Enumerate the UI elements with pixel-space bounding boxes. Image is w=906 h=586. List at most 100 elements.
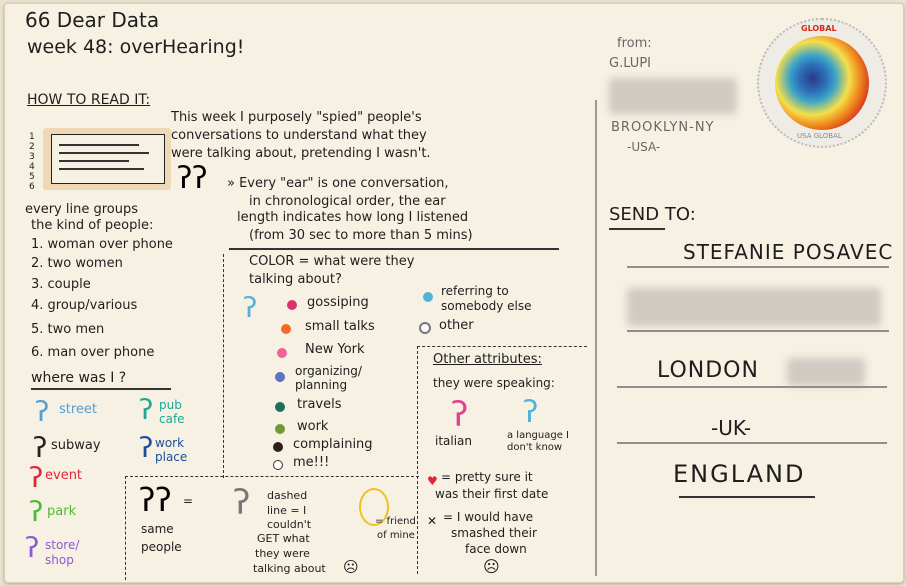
legend-number: 4 (29, 162, 35, 172)
topic-label: referring to somebody else (441, 284, 532, 313)
legend-numbers: 1 2 3 4 5 6 (29, 132, 39, 192)
to-uk: -UK- (711, 416, 752, 440)
header-title: 66 Dear Data (25, 8, 160, 32)
x-text: = I would have (443, 510, 534, 524)
ear-desc-line: length indicates how long I listened (237, 210, 469, 225)
topic-dot (277, 348, 287, 358)
other-subtitle: they were speaking: (433, 376, 555, 390)
legend-number: 1 (29, 132, 35, 142)
topic-label: work (297, 419, 329, 434)
ear-desc-line: in chronological order, the ear (249, 194, 446, 209)
dashed-divider (417, 346, 418, 574)
divider (229, 248, 559, 250)
sad-face-icon: ☹ (343, 558, 359, 576)
topic-dot (273, 442, 283, 452)
from-city: BROOKLYN-NY (611, 120, 715, 135)
dashed-text: line = I (267, 504, 307, 517)
legend-number: 2 (29, 142, 35, 152)
place-label: park (47, 504, 77, 519)
topic-label: New York (305, 342, 365, 357)
intro-line: conversations to understand what they (171, 128, 427, 143)
topic-label: organizing/ planning (295, 364, 362, 392)
stamp-bottom: USA GLOBAL (797, 132, 842, 140)
address-line (627, 330, 889, 332)
same-people-eq: = (183, 494, 194, 508)
ear-icon: ʔ (29, 495, 44, 528)
vertical-divider (595, 100, 597, 576)
topic-dot (287, 300, 297, 310)
dashed-divider (223, 254, 224, 478)
ear-desc-line: (from 30 sec to more than 5 mins) (249, 228, 473, 243)
to-country: ENGLAND (673, 460, 806, 488)
ear-icon: ʔ (35, 395, 50, 428)
to-city: LONDON (657, 358, 759, 383)
redacted-street (627, 288, 881, 326)
dashed-divider (417, 346, 587, 347)
postcard: 66 Dear Data week 48: overHearing! HOW T… (4, 3, 904, 583)
topic-label: me!!! (293, 455, 330, 470)
legend-number: 3 (29, 152, 35, 162)
intro-line: were talking about, pretending I wasn't. (171, 146, 431, 161)
address-line (617, 442, 887, 444)
topic-label: complaining (293, 437, 373, 452)
topic-label: other (439, 318, 474, 333)
people-item: 3. couple (31, 277, 91, 292)
x-icon: ✕ (427, 514, 438, 528)
place-label: work place (155, 436, 188, 464)
topic-dot (275, 424, 285, 434)
redacted-from-address (609, 78, 737, 114)
dashed-text: they were (255, 547, 310, 560)
topic-dot (423, 292, 433, 302)
lang-label: a language I don't know (507, 430, 569, 453)
people-item: 1. woman over phone (31, 237, 173, 252)
how-to-title: HOW TO READ IT: (27, 92, 151, 108)
stamp-globe (775, 36, 869, 130)
ear-icon: ʔ (451, 395, 469, 435)
stamp-icon: GLOBAL USA GLOBAL (757, 18, 887, 148)
place-label: event (45, 468, 83, 483)
people-item: 5. two men (31, 322, 105, 337)
ear-icon: ʔ (523, 395, 539, 430)
dashed-text: GET what (257, 532, 310, 545)
ear-icon: ʔ (25, 531, 40, 564)
from-country: -USA- (627, 140, 661, 154)
dashed-divider (125, 476, 126, 580)
where-title: where was I ? (31, 370, 127, 386)
same-people-text: people (141, 540, 182, 554)
topic-dot (275, 372, 285, 382)
ear-desc-line: » Every "ear" is one conversation, (227, 176, 449, 191)
sad-face-icon: ☹ (483, 557, 500, 576)
address-line (617, 386, 887, 388)
topic-label: travels (297, 397, 342, 412)
dashed-text: couldn't (267, 518, 312, 531)
dashed-ear-icon: ʔ (233, 483, 251, 523)
stamp-top: GLOBAL (801, 24, 837, 33)
ear-icon: ʔ (139, 431, 154, 464)
place-label: subway (51, 438, 101, 453)
lang-label: italian (435, 434, 473, 448)
place-label: store/ shop (45, 538, 80, 567)
x-text: smashed their (451, 526, 537, 540)
heart-icon: ♥ (427, 474, 438, 488)
friend-text: = friend (375, 516, 416, 527)
ear-icon: ʔʔ (177, 161, 208, 196)
send-to-underline (609, 228, 665, 230)
dashed-text: dashed (267, 489, 308, 502)
people-item: 6. man over phone (31, 345, 155, 360)
legend-mini-card-icon (43, 128, 171, 190)
friend-ear-icon (359, 488, 389, 526)
redacted-postcode (787, 358, 865, 386)
topics-title: COLOR = what were they (249, 254, 415, 269)
topic-dot (281, 324, 291, 334)
people-item: 4. group/various (31, 298, 138, 313)
from-label: from: (617, 36, 652, 51)
lines-title: every line groups (25, 202, 138, 217)
ear-icon: ʔ (29, 461, 44, 494)
ear-icon: ʔ (243, 291, 258, 324)
same-people-text: same (141, 522, 174, 536)
heart-text: was their first date (435, 487, 549, 501)
ear-icon: ʔ (139, 393, 154, 426)
country-underline (679, 496, 815, 498)
header-week: week 48: overHearing! (27, 36, 245, 58)
topics-title: talking about? (249, 272, 342, 287)
